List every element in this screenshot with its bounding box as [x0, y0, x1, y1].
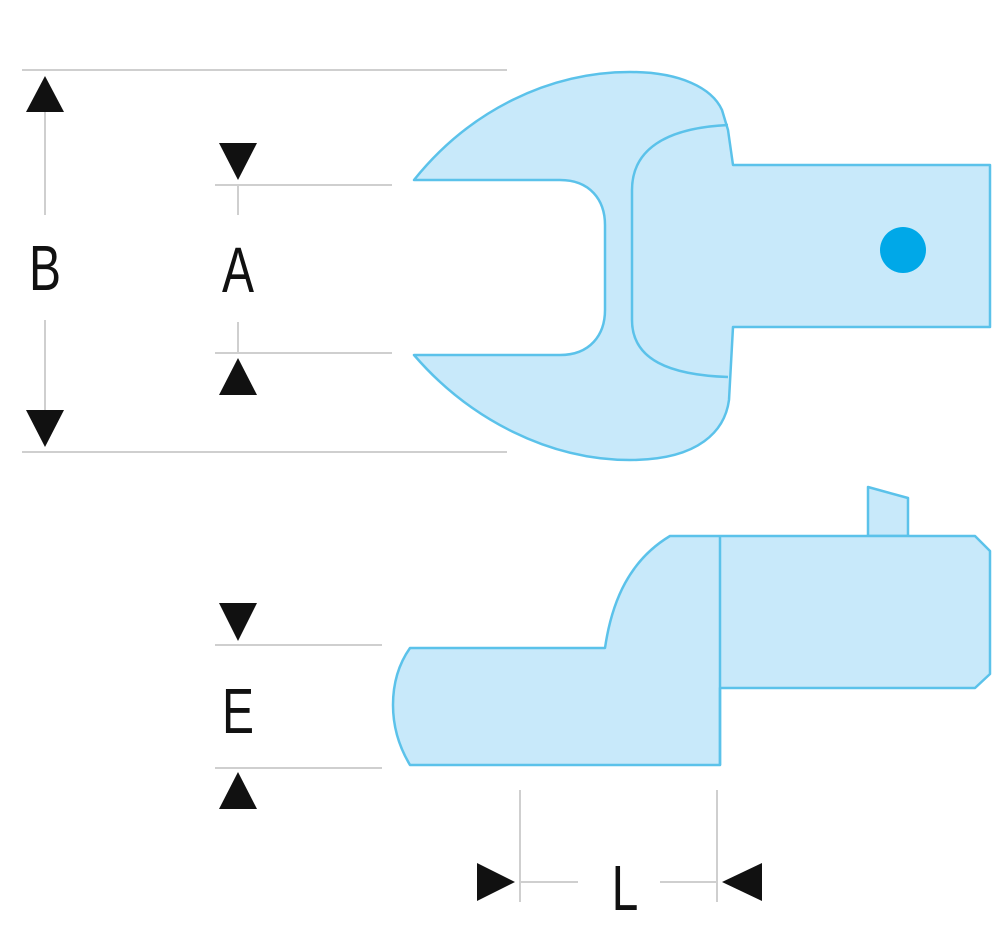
detent-ball-icon: [880, 227, 926, 273]
label-e: E: [222, 675, 254, 746]
b-down-arrow-icon: [26, 410, 64, 447]
l-right-arrow-icon: [477, 863, 515, 901]
dimension-a: A: [215, 143, 392, 395]
a-up-arrow-icon: [219, 358, 257, 395]
dimension-e: E: [215, 603, 382, 809]
e-down-arrow-icon: [219, 603, 257, 641]
label-a: A: [222, 234, 254, 305]
wrench-head-outline: [412, 70, 992, 462]
label-l: L: [612, 852, 639, 923]
e-up-arrow-icon: [219, 772, 257, 809]
l-left-arrow-icon: [722, 863, 762, 901]
wrench-top-view: [412, 70, 992, 462]
wrench-side-view: [391, 485, 992, 767]
tab-shape: [866, 485, 910, 538]
side-body-outline: [391, 534, 992, 767]
wrench-inner-contour: [630, 123, 729, 379]
dimension-b: B: [22, 69, 507, 453]
b-up-arrow-icon: [26, 76, 64, 112]
a-down-arrow-icon: [219, 143, 257, 180]
label-b: B: [29, 232, 61, 303]
dimension-l: L: [477, 790, 762, 924]
